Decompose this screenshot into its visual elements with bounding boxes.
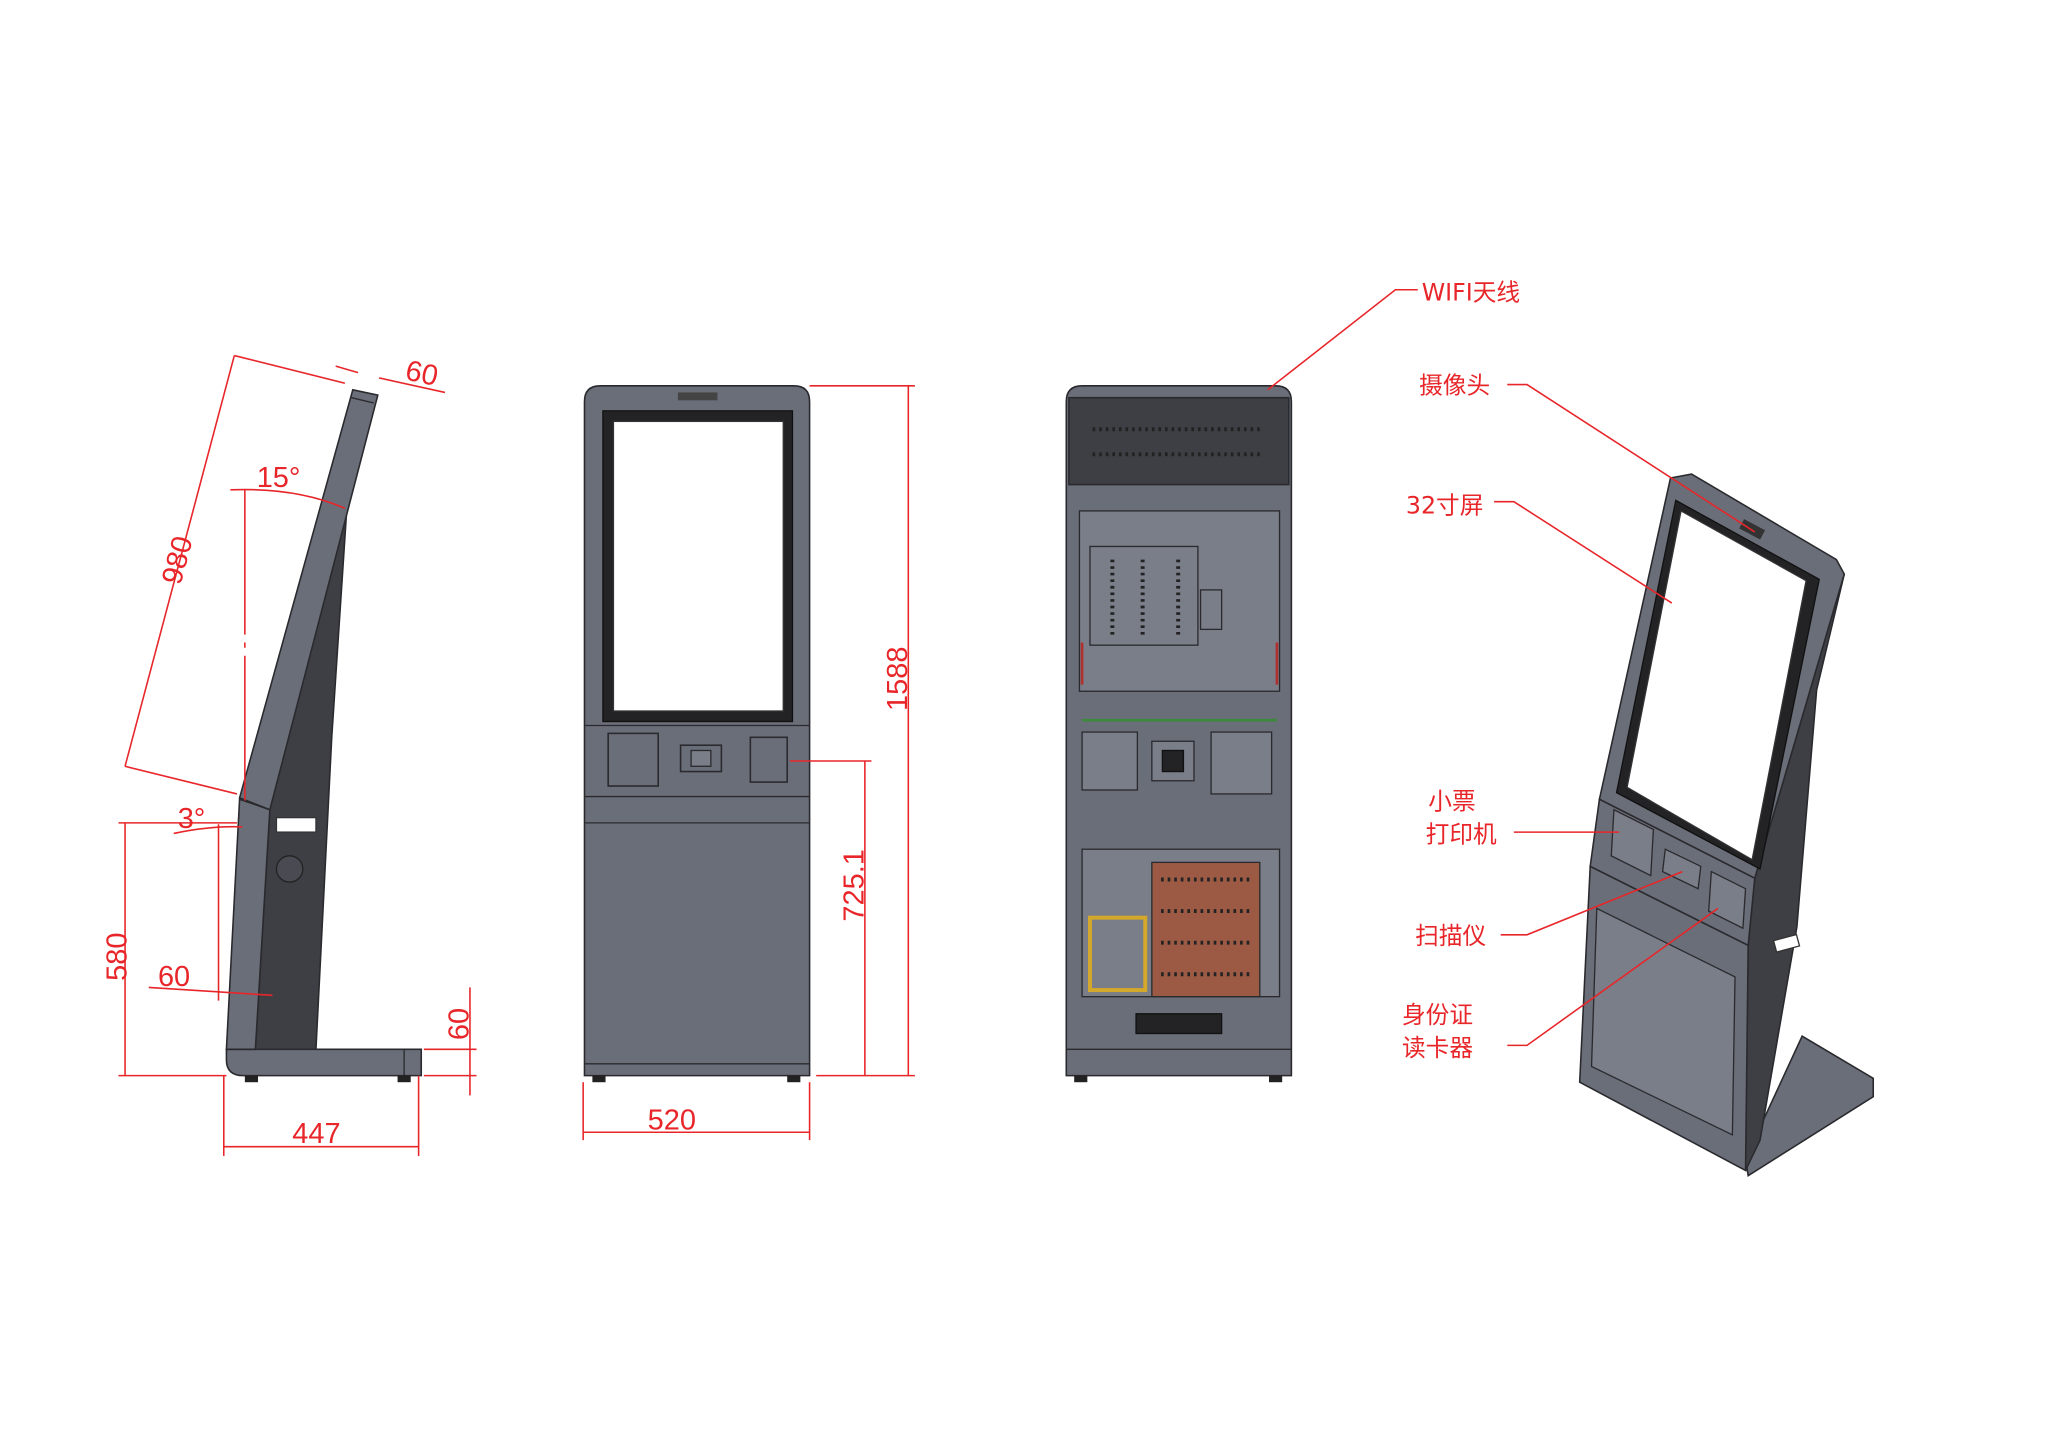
camera-icon xyxy=(677,392,718,401)
dim-580: 580 xyxy=(101,933,133,981)
callouts: WIFI天线 摄像头 32寸屏 小票 打印机 扫描仪 身份证 读卡器 xyxy=(1267,278,1756,1062)
dim-3-deg: 3° xyxy=(178,803,206,835)
back-top-vent-panel xyxy=(1068,396,1290,486)
side-screen-panel xyxy=(238,388,379,811)
back-module xyxy=(1089,545,1199,646)
iso-base-plate xyxy=(1744,1035,1875,1177)
dim-60-top: 60 xyxy=(403,355,441,393)
front-printer xyxy=(607,732,659,787)
callout-printer-line1: 小票 xyxy=(1428,788,1475,816)
dim-447: 447 xyxy=(292,1118,340,1150)
foot xyxy=(397,1075,411,1083)
iso-printer xyxy=(1610,808,1655,877)
dim-980: 980 xyxy=(156,533,199,588)
back-connector xyxy=(1135,1013,1223,1035)
dim-725-1: 725.1 xyxy=(839,849,871,921)
dim-60-base: 60 xyxy=(444,1008,476,1040)
back-power-supply xyxy=(1151,861,1261,998)
iso-scanner xyxy=(1661,848,1702,890)
speaker-icon xyxy=(275,855,304,883)
side-base xyxy=(225,1048,423,1077)
iso-card-reader xyxy=(1707,870,1747,930)
callout-scanner: 扫描仪 xyxy=(1415,922,1486,950)
side-view: 980 60 15° 3° 580 60 60 447 xyxy=(101,354,477,1156)
foot xyxy=(244,1075,259,1083)
callout-idcard-line2: 读卡器 xyxy=(1402,1034,1473,1062)
callout-idcard-line1: 身份证 xyxy=(1402,1001,1473,1029)
callout-printer-line2: 打印机 xyxy=(1426,821,1497,849)
callout-wifi-antenna: WIFI天线 xyxy=(1422,278,1520,306)
front-screen xyxy=(612,420,784,712)
front-card-reader xyxy=(749,736,788,783)
dim-60-lower: 60 xyxy=(158,961,190,993)
iso-view xyxy=(1578,473,1875,1177)
callout-camera: 摄像头 xyxy=(1419,372,1490,400)
front-view: 1588 725.1 520 xyxy=(582,385,915,1141)
callout-screen: 32寸屏 xyxy=(1406,492,1484,520)
dim-1588: 1588 xyxy=(882,647,914,711)
dim-15-deg: 15° xyxy=(257,462,301,494)
dim-520: 520 xyxy=(648,1105,696,1137)
iso-screen xyxy=(1626,509,1807,861)
back-view xyxy=(1065,385,1293,1083)
side-port xyxy=(275,816,317,833)
